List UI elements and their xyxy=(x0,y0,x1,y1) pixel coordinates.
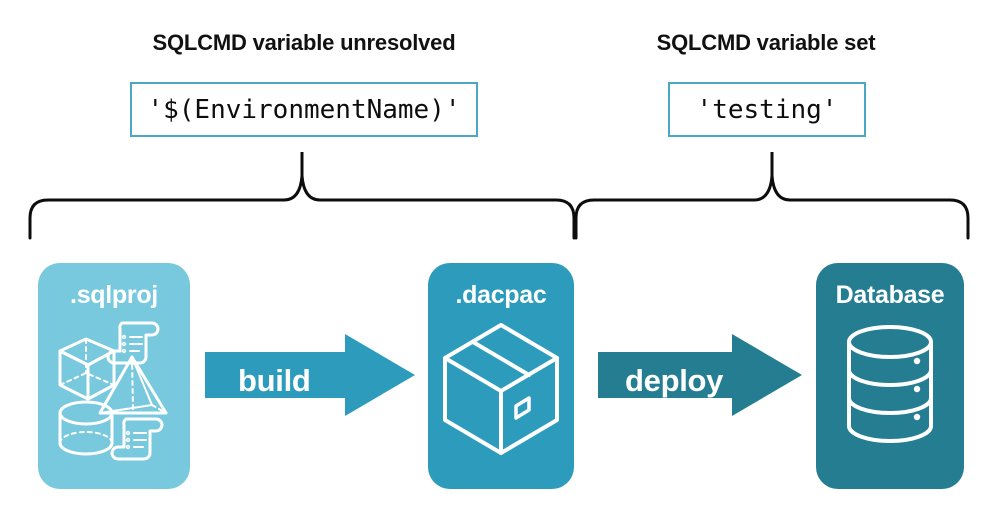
cylinder-wireframe-icon xyxy=(58,400,114,456)
node-sqlproj: .sqlproj xyxy=(38,263,190,489)
arrow-deploy-label: deploy xyxy=(625,363,724,398)
brace-left xyxy=(28,150,576,245)
node-database: Database xyxy=(816,263,964,489)
node-dacpac-label: .dacpac xyxy=(455,281,547,309)
node-dacpac: .dacpac xyxy=(428,263,574,489)
pyramid-wireframe-icon xyxy=(98,355,168,415)
arrow-deploy xyxy=(598,334,802,421)
arrow-deploy-icon xyxy=(598,334,802,416)
cube-wireframe-icon xyxy=(58,337,116,401)
node-dacpac-artwork xyxy=(428,309,574,474)
arrow-build xyxy=(205,334,415,421)
sqlcmd-variable-value-box-right: 'testing' xyxy=(668,82,866,137)
node-sqlproj-label: .sqlproj xyxy=(70,281,158,309)
sqlcmd-variable-value-box-left: '$(EnvironmentName)' xyxy=(130,82,478,137)
scroll-icon xyxy=(110,417,164,461)
scroll-icon xyxy=(106,321,160,365)
brace-right-icon xyxy=(574,152,970,240)
database-cylinder-icon xyxy=(847,325,933,443)
brace-right xyxy=(574,150,970,245)
package-box-icon xyxy=(443,323,559,455)
section-heading-left: SQLCMD variable unresolved xyxy=(152,30,456,55)
brace-left-icon xyxy=(28,152,576,240)
arrow-build-label: build xyxy=(238,363,311,398)
section-heading-right: SQLCMD variable set xyxy=(656,30,876,55)
node-database-label: Database xyxy=(835,281,945,309)
node-sqlproj-artwork xyxy=(38,309,190,474)
node-database-artwork xyxy=(816,309,964,474)
arrow-build-icon xyxy=(205,334,415,416)
